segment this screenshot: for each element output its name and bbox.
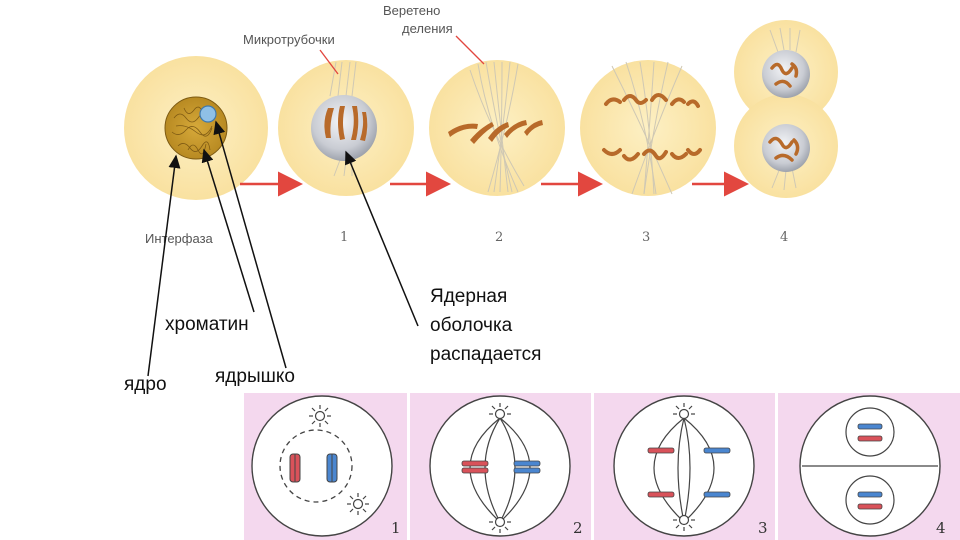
schematic-panel-3: 3	[594, 393, 775, 540]
nucleus-callout: ядро	[124, 374, 167, 395]
schematic-panel-1: 1	[244, 393, 407, 540]
stage-label-4: 4	[780, 230, 788, 245]
schematic-panels: 1 2	[241, 391, 960, 540]
stage-label-interphase: Интерфаза	[145, 231, 214, 246]
envelope-pointer	[345, 150, 419, 327]
nucleolus-callout: ядрышко	[215, 366, 295, 387]
prophase-cell	[278, 60, 414, 196]
nucleolus-pointer	[213, 120, 287, 369]
panel-number-1: 1	[391, 519, 401, 537]
nucleus-pointer	[147, 154, 181, 377]
envelope-callout-line1: Ядерная	[430, 286, 507, 307]
anaphase-cell	[580, 60, 716, 196]
envelope-callout-line3: распадается	[430, 344, 541, 365]
panel-number-4: 4	[936, 519, 946, 537]
panel-number-2: 2	[573, 519, 583, 537]
nucleolus-shape	[199, 105, 217, 123]
chromatin-callout: хроматин	[165, 314, 249, 335]
spindle-label-line2: деления	[402, 21, 453, 36]
schematic-panel-4: 4	[778, 393, 960, 540]
panel-number-3: 3	[758, 519, 768, 537]
stage-label-3: 3	[642, 230, 650, 245]
chromatin-pointer	[201, 148, 255, 313]
spindle-pointer	[455, 35, 485, 65]
microtubules-label: Микротрубочки	[243, 32, 335, 47]
envelope-callout-line2: оболочка	[430, 315, 513, 336]
stage-label-1: 1	[340, 230, 348, 245]
schematic-panel-2: 2	[410, 393, 591, 540]
microtubules-pointer	[319, 49, 339, 75]
telophase-cell	[734, 20, 838, 198]
stage-label-2: 2	[495, 230, 503, 245]
metaphase-cell	[429, 60, 565, 196]
spindle-label-line1: Веретено	[383, 3, 440, 18]
interphase-cell	[124, 56, 268, 200]
